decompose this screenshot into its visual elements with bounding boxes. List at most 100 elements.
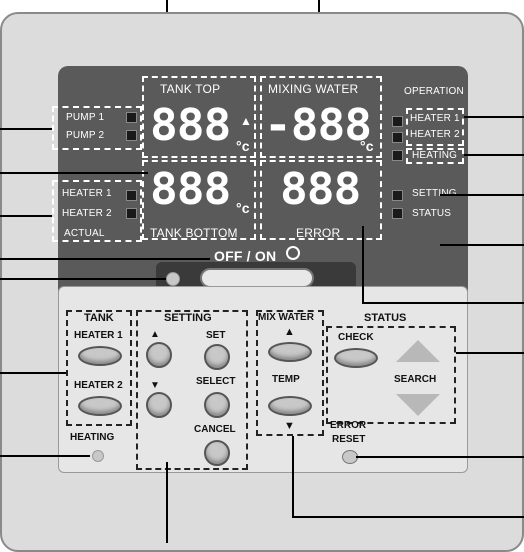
- setting-down-button[interactable]: [146, 392, 172, 418]
- tank-heater2-label: HEATER 2: [74, 380, 123, 391]
- status-label: STATUS: [412, 208, 452, 219]
- callout-right-3: [440, 194, 524, 196]
- seg-tank-top: 888: [150, 100, 231, 151]
- operation-heater2-indicator: [392, 132, 403, 143]
- pump1-label: PUMP 1: [66, 112, 105, 123]
- seg-error: 888: [280, 164, 361, 215]
- setting-panel-label: SETTING: [164, 312, 212, 324]
- operation-heater1-label: HEATER 1: [410, 113, 460, 124]
- control-panel: [58, 286, 468, 473]
- set-label: SET: [206, 330, 226, 341]
- actual-heater1-indicator: [126, 190, 137, 201]
- status-indicator: [392, 208, 403, 219]
- check-label: CHECK: [338, 332, 374, 343]
- tank-heater1-button[interactable]: [78, 346, 122, 366]
- seg-mixing-water: -888: [264, 100, 372, 151]
- callout-right-5b: [362, 226, 364, 304]
- callout-right-5: [362, 302, 524, 304]
- search-up-button[interactable]: [396, 340, 440, 362]
- celsius-2: °c: [360, 138, 374, 154]
- set-button[interactable]: [204, 344, 230, 370]
- heating-led: [92, 450, 104, 462]
- setting-section: [136, 310, 248, 470]
- power-led: [166, 272, 180, 286]
- mix-water-section: [256, 310, 324, 436]
- actual-heater2-indicator: [126, 208, 137, 219]
- status-panel-label: STATUS: [364, 312, 407, 324]
- callout-bottom-2b: [292, 516, 524, 518]
- callout-right-4: [440, 244, 524, 246]
- mix-down-arrow-icon: ▼: [284, 420, 295, 432]
- actual-label: ACTUAL: [64, 228, 105, 239]
- setting-indicator: [392, 190, 403, 201]
- tank-bottom-label: TANK BOTTOM: [150, 226, 238, 240]
- seg-tank-bottom: 888: [150, 164, 231, 215]
- lcd-display: [58, 66, 468, 300]
- actual-heater2-label: HEATER 2: [62, 208, 112, 219]
- up-arrow-icon: ▲: [150, 329, 160, 340]
- power-label: OFF / ON: [214, 248, 277, 264]
- callout-right-7: [356, 456, 524, 458]
- status-display-box: [406, 202, 456, 224]
- mix-water-up-button[interactable]: [268, 342, 312, 362]
- heating-indicator: [392, 150, 403, 161]
- heating-panel-label: HEATING: [70, 432, 115, 443]
- pump1-indicator: [126, 112, 137, 123]
- cancel-button[interactable]: [204, 440, 230, 466]
- operation-heater1-indicator: [392, 116, 403, 127]
- search-label: SEARCH: [394, 374, 437, 385]
- setting-up-button[interactable]: [146, 342, 172, 368]
- callout-bottom-1: [166, 462, 168, 543]
- select-label: SELECT: [196, 376, 236, 387]
- operation-heater-box: [406, 108, 464, 146]
- tank-top-label: TANK TOP: [160, 82, 221, 96]
- tank-top-box: [142, 76, 256, 158]
- mix-water-down-button[interactable]: [268, 396, 312, 416]
- pump-box: [52, 106, 142, 150]
- power-icon: [286, 246, 300, 260]
- tank-heater1-label: HEATER 1: [74, 330, 123, 341]
- power-button[interactable]: [200, 268, 314, 288]
- mixing-water-label: MIXING WATER: [268, 82, 359, 96]
- callout-bottom-2: [292, 436, 294, 518]
- callout-left-3: [0, 215, 52, 217]
- callout-left-4: [0, 258, 210, 260]
- callout-right-2: [464, 154, 524, 156]
- heating-label: HEATING: [412, 150, 458, 161]
- callout-left-1: [0, 128, 52, 130]
- actual-heater1-label: HEATER 1: [62, 188, 112, 199]
- error-reset-label-2: RESET: [332, 434, 366, 445]
- callout-right-6: [456, 352, 524, 354]
- error-reset-label-1: ERROR: [330, 420, 367, 431]
- down-arrow-icon: ▼: [150, 380, 160, 391]
- tank-bottom-box: [142, 160, 256, 240]
- pump2-indicator: [126, 130, 137, 141]
- select-button[interactable]: [204, 392, 230, 418]
- search-down-button[interactable]: [396, 394, 440, 416]
- pump2-label: PUMP 2: [66, 130, 105, 141]
- callout-left-6: [0, 372, 66, 374]
- setting-label: SETTING: [412, 188, 457, 199]
- operation-heater2-label: HEATER 2: [410, 129, 460, 140]
- callout-left-2: [0, 172, 148, 174]
- mixing-water-box: [260, 76, 382, 158]
- cancel-label: CANCEL: [194, 424, 236, 435]
- status-section: [326, 326, 456, 424]
- tank-section: [66, 310, 132, 426]
- temp-label: TEMP: [272, 374, 300, 385]
- actual-heater-box: [52, 180, 142, 242]
- tank-label: TANK: [84, 312, 114, 324]
- check-button[interactable]: [334, 348, 378, 368]
- error-label: ERROR: [296, 226, 341, 240]
- arrow-up-indicator: ▲: [240, 114, 253, 128]
- callout-left-5: [0, 278, 166, 280]
- celsius-1: °c: [236, 138, 250, 154]
- callout-left-7: [0, 455, 90, 457]
- operation-label: OPERATION: [404, 86, 464, 97]
- tank-heater2-button[interactable]: [78, 396, 122, 416]
- mix-water-label: MIX WATER: [258, 312, 314, 323]
- mix-up-arrow-icon: ▲: [284, 326, 295, 338]
- celsius-3: °c: [236, 200, 250, 216]
- callout-right-1: [464, 116, 524, 118]
- error-box: [260, 160, 382, 240]
